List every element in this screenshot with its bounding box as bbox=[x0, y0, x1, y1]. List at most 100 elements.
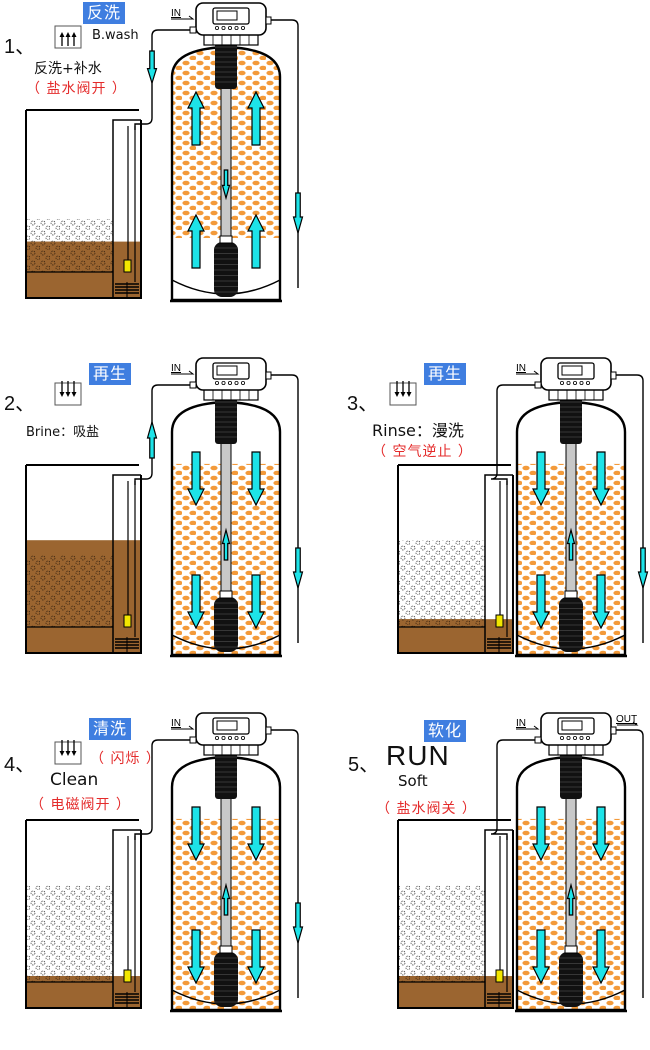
bottom-distributor bbox=[214, 597, 238, 652]
pipes bbox=[490, 374, 649, 643]
resin-tank bbox=[515, 396, 627, 658]
resin-tank bbox=[515, 751, 627, 1013]
outlet-port bbox=[610, 371, 617, 380]
step-badge: 清洗 bbox=[89, 718, 132, 740]
valve-button bbox=[214, 735, 219, 740]
float-switch bbox=[495, 614, 504, 628]
step-en-label: B.wash bbox=[92, 28, 139, 43]
bottom-distributor bbox=[559, 597, 583, 652]
bottom-distributor bbox=[559, 952, 583, 1007]
inlet-port bbox=[534, 736, 542, 744]
icon-arrow-head bbox=[65, 32, 71, 37]
brine-tank-wall bbox=[25, 820, 142, 1009]
inlet-label: IN bbox=[516, 363, 526, 374]
step-en-label: Rinse：漫洗 bbox=[372, 421, 464, 440]
control-valve: IN bbox=[171, 357, 272, 401]
step-panel-brine: IN 2、 再生 Brine：吸盐 bbox=[0, 355, 325, 695]
step-number: 5、 bbox=[348, 754, 380, 776]
step-en-label: Clean bbox=[50, 770, 99, 790]
step-note: （ 盐水阀关 ） bbox=[376, 801, 477, 817]
valve-lcd bbox=[561, 365, 583, 376]
softener-diagram-rinse: IN bbox=[389, 357, 649, 658]
brine-flow-arrow bbox=[146, 50, 158, 86]
inlet-port bbox=[189, 736, 197, 744]
valve-button bbox=[227, 25, 232, 30]
flow-arrows bbox=[532, 451, 610, 630]
distributor-collar bbox=[219, 590, 233, 599]
valve-button bbox=[585, 735, 590, 740]
drain-flow-arrow bbox=[637, 547, 649, 591]
control-valve: IN bbox=[171, 2, 272, 46]
outlet-port bbox=[265, 16, 272, 25]
valve-lcd bbox=[216, 10, 238, 21]
step-badge: 软化 bbox=[424, 720, 467, 742]
float-switch bbox=[123, 614, 132, 628]
brine-tank bbox=[25, 819, 142, 1009]
arrows-up-icon bbox=[54, 25, 82, 49]
brine-tank-wall bbox=[397, 820, 514, 1009]
brine-line bbox=[134, 29, 190, 130]
arrows-down-icon bbox=[389, 381, 417, 406]
step-number: 4、 bbox=[4, 754, 36, 776]
step-note: （ 盐水阀开 ） bbox=[26, 81, 127, 97]
valve-button bbox=[240, 735, 245, 740]
valve-button bbox=[221, 735, 226, 740]
valve-lcd bbox=[561, 720, 583, 731]
outlet-port bbox=[265, 726, 272, 735]
distributor-collar bbox=[564, 945, 578, 954]
drain-line bbox=[271, 374, 299, 643]
step-blink-note: （ 闪烁 ） bbox=[90, 751, 161, 767]
valve-button bbox=[559, 380, 564, 385]
pipes bbox=[134, 19, 304, 288]
brine-tank-wall bbox=[25, 110, 142, 299]
outlet-arrow-icon bbox=[617, 721, 639, 726]
flow-arrow-up bbox=[187, 90, 205, 146]
icon-arrow-head bbox=[71, 392, 77, 397]
step-badge: 反洗 bbox=[83, 2, 126, 24]
flow-arrow-up bbox=[247, 90, 265, 146]
salt-wet bbox=[398, 619, 485, 627]
brine-line bbox=[134, 384, 190, 485]
brine-tank bbox=[25, 109, 142, 299]
distributor-collar bbox=[564, 590, 578, 599]
inlet-arrow-icon bbox=[171, 370, 195, 375]
salt-wet bbox=[398, 976, 485, 982]
outlet-port bbox=[610, 726, 617, 735]
float-switch bbox=[495, 969, 504, 983]
flow-arrow-down bbox=[532, 806, 550, 862]
valve-button bbox=[227, 380, 232, 385]
bottom-distributor bbox=[214, 952, 238, 1007]
brine-well bbox=[112, 474, 141, 653]
step-note: （ 电磁阀开 ） bbox=[30, 797, 131, 813]
brine-line bbox=[490, 739, 535, 840]
inlet-label: IN bbox=[516, 718, 526, 729]
drain-line bbox=[271, 19, 299, 288]
inlet-arrow-icon bbox=[171, 725, 195, 730]
step-cn-label: Soft bbox=[398, 772, 428, 790]
valve-button bbox=[240, 25, 245, 30]
inlet-arrow-icon bbox=[516, 370, 540, 375]
flow-arrow-down bbox=[247, 451, 265, 507]
icon-arrow-head bbox=[400, 392, 406, 397]
drain-flow-arrow bbox=[292, 902, 304, 946]
valve-button bbox=[566, 735, 571, 740]
step-note: （ 空气逆止 ） bbox=[372, 444, 473, 460]
brine-tank-wall bbox=[25, 465, 142, 654]
brine-well bbox=[112, 119, 141, 298]
flow-arrow-down bbox=[187, 574, 205, 630]
step-panel-rinse: IN 3、 再生 Rinse：漫洗 （ 空气逆止 ） bbox=[340, 355, 650, 695]
riser-flow-arrow-up bbox=[221, 882, 231, 916]
flow-arrow-up bbox=[247, 213, 265, 269]
riser-tube bbox=[565, 439, 577, 606]
inlet-label: IN bbox=[171, 718, 181, 729]
distributor-collar bbox=[219, 945, 233, 954]
valve-lcd bbox=[216, 720, 238, 731]
riser-tube bbox=[565, 794, 577, 961]
step-badge: 再生 bbox=[89, 363, 132, 385]
salt-wet bbox=[26, 976, 113, 982]
step-number: 2、 bbox=[4, 393, 36, 415]
valve-button bbox=[214, 380, 219, 385]
valve-lcd bbox=[216, 365, 238, 376]
salt-wet bbox=[26, 241, 113, 272]
